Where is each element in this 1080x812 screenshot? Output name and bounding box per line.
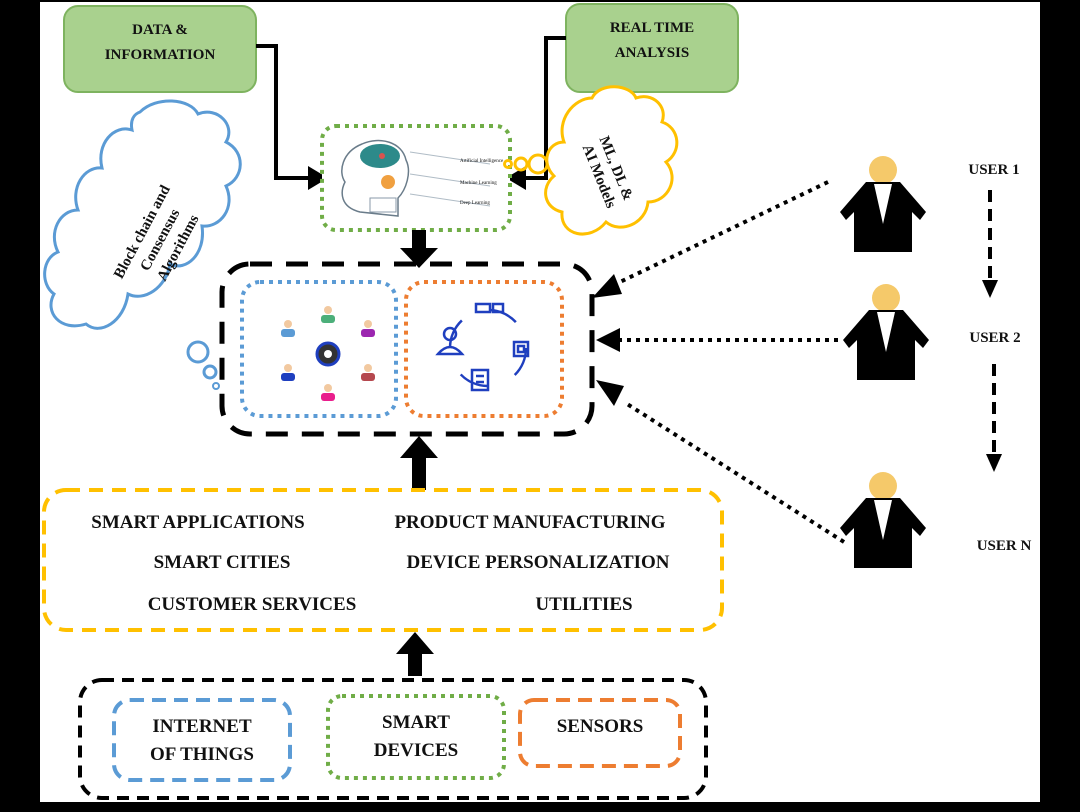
real-time-analysis-box: REAL TIME ANALYSIS	[565, 3, 739, 93]
user-n-person-icon	[840, 472, 926, 568]
source-smart-devices-line-1: SMART	[382, 712, 450, 733]
user-2: USER 2	[843, 284, 1021, 380]
source-iot-line-2: OF THINGS	[150, 744, 254, 765]
svg-text:Deep Learning: Deep Learning	[460, 201, 490, 206]
ai-illustration-panel: Artificial Intelligence Machine Learning…	[320, 124, 512, 232]
user-network-panel	[240, 280, 398, 418]
user-n-label: USER N	[977, 538, 1032, 554]
ml-dl-ai-models-cloud: ML, DL & AI Models	[503, 85, 679, 236]
app-device-personalization: DEVICE PERSONALIZATION	[406, 552, 669, 573]
connector-user1-to-center	[592, 180, 829, 298]
sources-box: INTERNET OF THINGS SMART DEVICES SENSORS	[78, 678, 708, 800]
app-product-manufacturing: PRODUCT MANUFACTURING	[394, 512, 665, 533]
source-sensors: SENSORS	[518, 698, 682, 768]
connector-usern-to-center	[596, 380, 846, 544]
data-information-box: DATA & INFORMATION	[63, 5, 257, 93]
real-time-line-1: REAL TIME	[610, 20, 694, 36]
arrowhead-realtime-to-ai	[506, 166, 526, 190]
diagram-canvas: DATA & INFORMATION REAL TIME ANALYSIS Ar…	[40, 2, 1040, 802]
data-information-line-1: DATA &	[132, 22, 188, 38]
arrow-user1-to-user2	[982, 190, 998, 298]
diagram-svg: DATA & INFORMATION REAL TIME ANALYSIS Ar…	[42, 3, 1031, 800]
source-sensors-label: SENSORS	[557, 716, 644, 737]
process-cycle-panel	[404, 280, 564, 418]
source-iot-line-1: INTERNET	[152, 716, 252, 737]
svg-text:Machine Learning: Machine Learning	[460, 181, 497, 186]
app-smart-cities: SMART CITIES	[154, 552, 291, 573]
center-container	[219, 261, 595, 437]
app-customer-services: CUSTOMER SERVICES	[148, 594, 357, 615]
source-smart-devices-line-2: DEVICES	[374, 740, 458, 761]
user-2-person-icon	[843, 284, 929, 380]
source-iot: INTERNET OF THINGS	[112, 698, 292, 782]
process-cycle-icon	[435, 302, 530, 392]
real-time-line-2: ANALYSIS	[615, 45, 689, 61]
user-1-label: USER 1	[968, 162, 1019, 178]
connector-user2-to-center	[596, 328, 838, 352]
arrow-ai-to-center	[400, 230, 438, 268]
arrow-user2-to-usern	[986, 364, 1002, 472]
user-1: USER 1	[840, 156, 1020, 252]
user-2-label: USER 2	[969, 330, 1020, 346]
app-smart-applications: SMART APPLICATIONS	[91, 512, 304, 533]
app-utilities: UTILITIES	[535, 594, 632, 615]
connector-data-to-ai	[256, 44, 308, 180]
ai-head-illustration: Artificial Intelligence Machine Learning…	[341, 139, 504, 217]
data-information-line-2: INFORMATION	[105, 47, 216, 63]
arrow-sources-to-apps	[396, 632, 434, 676]
user-network-icon	[281, 306, 375, 401]
applications-box: SMART APPLICATIONS PRODUCT MANUFACTURING…	[42, 488, 724, 632]
arrowhead-data-to-ai	[308, 166, 328, 190]
blockchain-consensus-cloud: Block chain and Consensus Algorithms	[43, 99, 242, 390]
source-smart-devices: SMART DEVICES	[326, 694, 506, 780]
user-n: USER N	[840, 472, 1031, 568]
connector-realtime-to-ai	[526, 36, 566, 180]
svg-text:Artificial Intelligence: Artificial Intelligence	[460, 159, 504, 164]
arrow-apps-to-center	[400, 436, 438, 492]
user-1-person-icon	[840, 156, 926, 252]
